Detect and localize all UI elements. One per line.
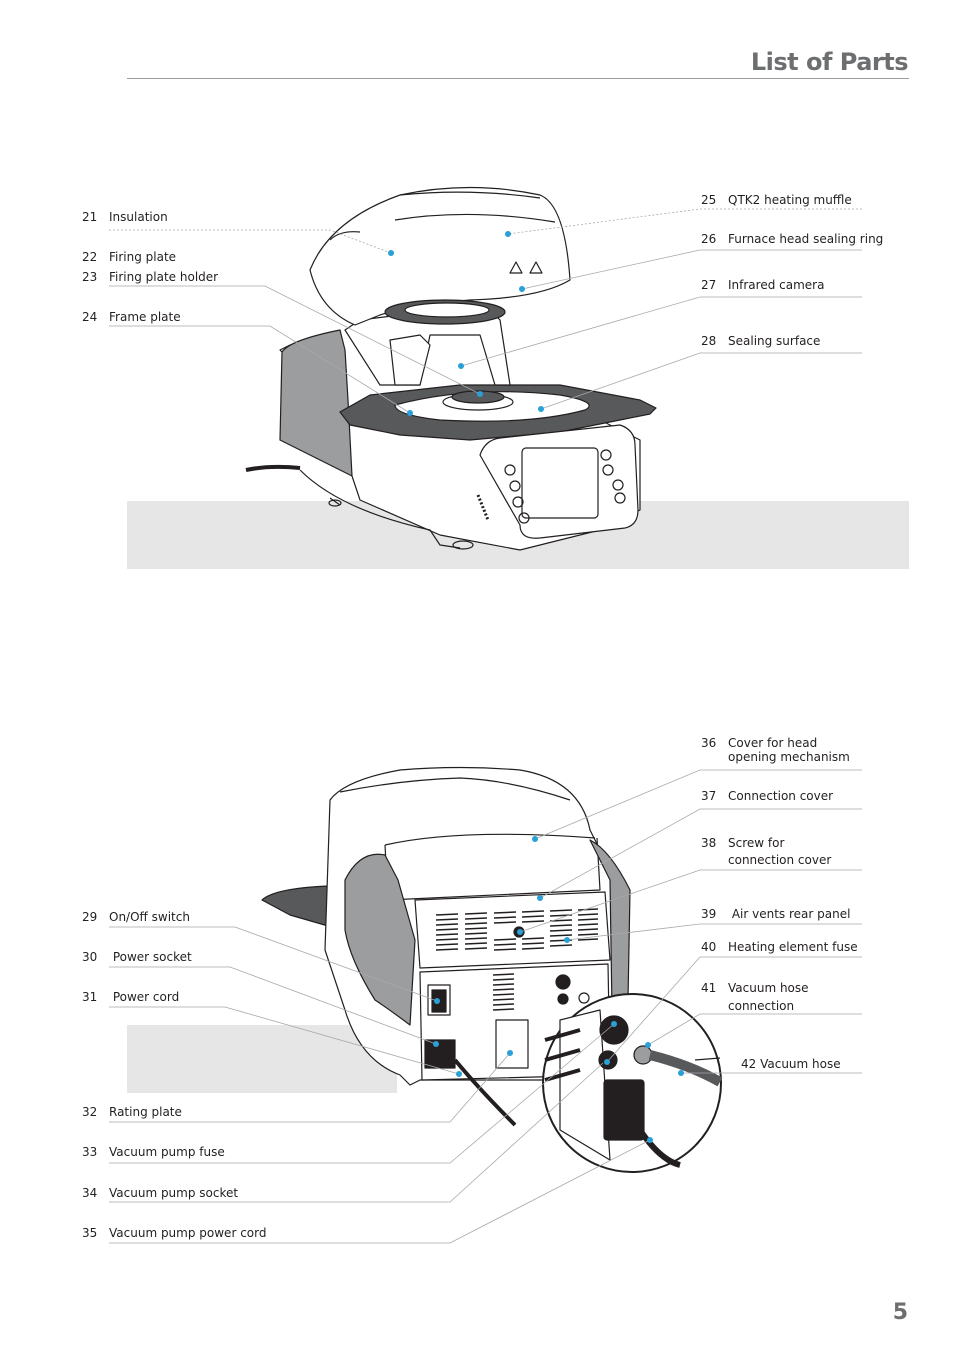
title-rule [127, 78, 909, 79]
furnace-front-illustration [109, 186, 862, 551]
bottom-figure-band [127, 1025, 397, 1093]
page-title: List of Parts [750, 48, 909, 76]
page-number: 5 [892, 1300, 908, 1325]
furnace-rear-illustration [109, 766, 862, 1244]
